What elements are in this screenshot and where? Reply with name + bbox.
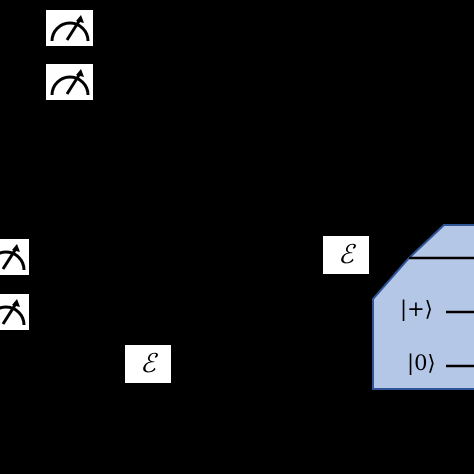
channel-symbol: ℰ [338, 240, 354, 270]
channel-symbol: ℰ [140, 349, 156, 379]
meter-dial-arc [0, 250, 26, 271]
measurement-meter-2 [46, 64, 93, 100]
meter-needle-head [76, 15, 84, 23]
meter-needle-head [76, 69, 84, 77]
meter-needle-head [12, 244, 20, 252]
channel-label-upper: ℰ [323, 236, 369, 274]
channel-label-lower: ℰ [125, 345, 171, 383]
meter-needle-head [12, 299, 20, 307]
measurement-meter-3 [0, 239, 29, 275]
meter-dial-arc [50, 75, 90, 96]
meter-dial-arc [50, 21, 90, 42]
meter-needle [1, 246, 19, 270]
ket-plus-state: |+⟩ [400, 297, 433, 321]
measurement-meter-4 [0, 294, 29, 330]
state-preparation-box [372, 224, 474, 390]
ket-zero-state: |0⟩ [407, 351, 436, 375]
measurement-meter-1 [46, 10, 93, 46]
meter-dial-arc [0, 305, 26, 326]
